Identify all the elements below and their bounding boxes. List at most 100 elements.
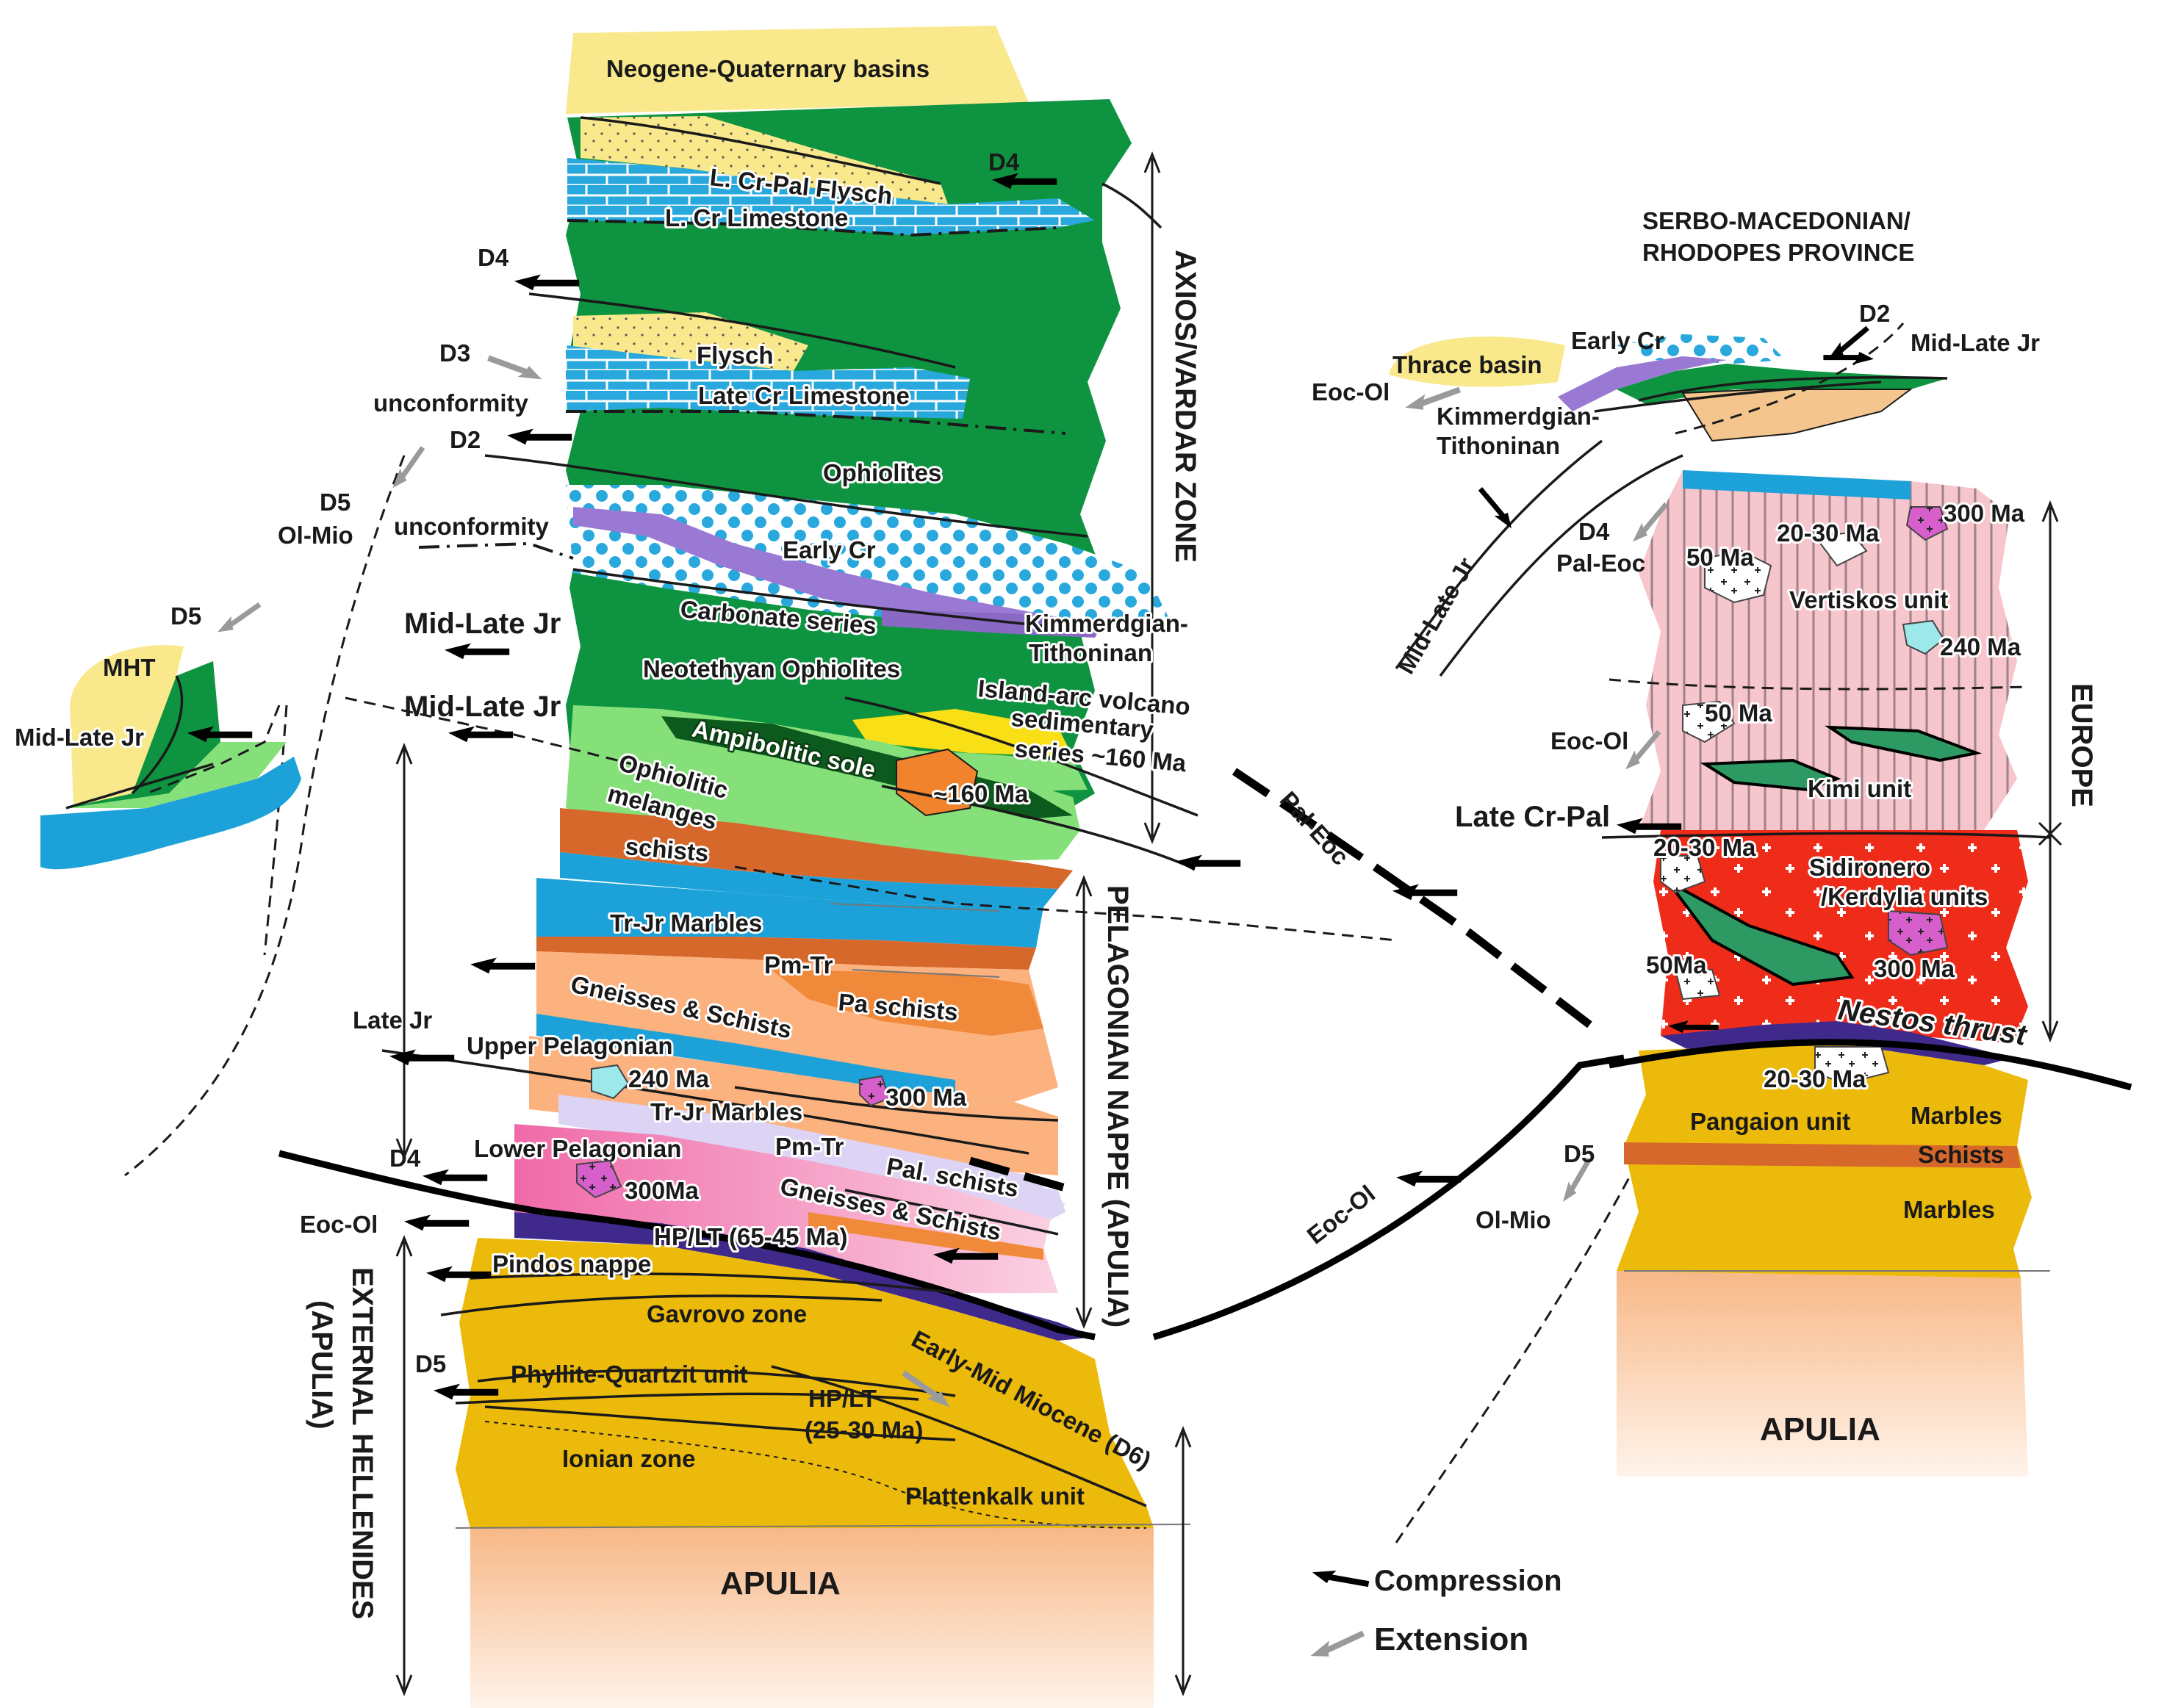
granite-300-right-top: [1905, 506, 1949, 541]
axios-zone-label: AXIOS/VARDAR ZONE: [1169, 250, 1201, 563]
external-hellenides-label-1: EXTERNAL HELLENIDES: [346, 1267, 378, 1619]
flysch-layer: [573, 312, 808, 371]
left-column-lines: [278, 116, 1397, 1529]
d4-low-label: D4: [389, 1145, 421, 1172]
province-title-2: RHODOPES PROVINCE: [1642, 239, 1914, 266]
right-column: [1389, 334, 2032, 1477]
kimmerdgian-label-1: Kimmerdgian-: [1025, 610, 1188, 637]
lower-pelagonian-label: Lower Pelagonian: [474, 1135, 681, 1162]
schists-orange-band: [560, 808, 1073, 889]
extension-arrow-icon: [485, 352, 545, 385]
age-300-label: 300 Ma: [885, 1084, 967, 1111]
inset-mht-label: MHT: [103, 654, 155, 681]
phyllite-label: Phyllite-Quartzit unit: [511, 1361, 748, 1388]
kimi-label: Kimi unit: [1808, 775, 1911, 802]
tr-jr-marbles-2-label: Tr-Jr Marbles: [650, 1098, 802, 1125]
kimmerdgian-right-1: Kimmerdgian-: [1437, 403, 1600, 430]
d4-mid-label: D4: [478, 244, 509, 271]
inset-d5-label: D5: [170, 602, 201, 630]
inset-labels: D5 MHT Mid-Late Jr: [12, 602, 201, 753]
granite-160ma: [896, 748, 979, 817]
pindos-label: Pindos nappe: [492, 1250, 651, 1278]
mid-late-jr-2-label: Mid-Late Jr: [404, 691, 561, 723]
gavrovo-label: Gavrovo zone: [647, 1300, 807, 1327]
neogene-label: Neogene-Quaternary basins: [606, 55, 930, 82]
mht-yellow: [70, 645, 184, 808]
sidironero-label-2: /Kerdylia units: [1821, 883, 1988, 910]
early-cr-label: Early Cr: [783, 536, 876, 563]
apulia-right-base: [1617, 1271, 2028, 1477]
kimi-lens-1: [1824, 725, 1983, 763]
age-300b-label: 300Ma: [625, 1177, 700, 1204]
mht-blue: [40, 757, 301, 870]
d2-label: D2: [450, 426, 481, 453]
d5-low-label: D5: [415, 1350, 446, 1377]
kimmerdgian-right-2: Tithoninan: [1437, 432, 1560, 459]
zone-labels: AXIOS/VARDAR ZONE PELAGONIAN NAPPE (APUL…: [306, 250, 2098, 1619]
early-cr-right-label: Early Cr: [1571, 327, 1664, 354]
ophiolite-green-body: [566, 99, 1132, 815]
granite-20-30-right-top: [1814, 531, 1868, 567]
granite-300-sidironero: [1888, 909, 1949, 956]
external-hellenides-label-2: (APULIA): [306, 1300, 338, 1430]
ionian-label: Ionian zone: [562, 1445, 696, 1472]
europe-zone-label: EUROPE: [2066, 683, 2098, 807]
compression-arrow-icon: [448, 726, 514, 743]
pelagonian-zone-label: PELAGONIAN NAPPE (APULIA): [1101, 885, 1134, 1327]
granite-50-sidironero: [1674, 969, 1721, 1001]
flysch-label: Flysch: [697, 342, 774, 369]
lcr-limestone-label: L. Cr Limestone: [665, 204, 848, 231]
sidironero-unit: [1653, 830, 2028, 1043]
schists-blue-band: [560, 852, 1058, 907]
compression-arrow-icon: [1176, 854, 1241, 871]
kimmerdgian-peach: [1681, 389, 1913, 442]
unconformity-2-label: unconformity: [394, 513, 549, 540]
extension-arrow-icon: [214, 599, 263, 638]
d3-label: D3: [439, 339, 470, 367]
pal-eoc-middle-label: Pal-Eoc: [1275, 786, 1354, 871]
inset-mid-late-jr-label: Mid-Late Jr: [15, 724, 144, 751]
ophiolites-label: Ophiolites: [823, 459, 941, 486]
age-50c-label: 50Ma: [1646, 951, 1707, 979]
granite-300-left-2: [576, 1159, 622, 1199]
late-cr-limestone-layer: [566, 345, 970, 419]
upper-pelagonian-blue: [536, 1014, 955, 1095]
granite-20-30-sidironero: [1660, 855, 1706, 894]
pm-tr-2-label: Pm-Tr: [775, 1133, 844, 1160]
upper-pelagonian-label: Upper Pelagonian: [467, 1032, 673, 1059]
early-cr-purple-right: [1558, 356, 1727, 411]
tr-jr-marbles-label: Tr-Jr Marbles: [610, 909, 762, 937]
hp-lt-purple-band: [514, 1212, 1095, 1341]
compression-arrow-icon: [445, 643, 510, 660]
age-20-30a-label: 20-30 Ma: [1777, 519, 1880, 547]
compression-arrow-icon: [514, 274, 580, 291]
late-cr-pal-label: Late Cr-Pal: [1455, 801, 1610, 833]
external-hellenides-gold: [456, 1238, 1154, 1528]
early-cr-dotted-right: [1617, 334, 1786, 364]
age-240-right-label: 240 Ma: [1940, 633, 2021, 660]
compression-arrow-icon: [470, 957, 536, 974]
age-20-30c-label: 20-30 Ma: [1764, 1065, 1866, 1092]
granite-240-left: [591, 1064, 630, 1100]
pal-eoc-right-label: Pal-Eoc: [1556, 549, 1645, 577]
pm-tr-orange-band: [536, 937, 1036, 970]
mid-late-jr-side-label: Mid-Late Jr: [1392, 552, 1480, 678]
vertiskos-label: Vertiskos unit: [1789, 586, 1948, 613]
d4-top-label: D4: [988, 148, 1020, 176]
zone-axes: [395, 151, 2063, 1697]
ol-mio-right-label: Ol-Mio: [1476, 1206, 1551, 1233]
ol-mio-label: Ol-Mio: [278, 522, 353, 549]
compression-arrow-icon: [507, 428, 572, 445]
granite-50-right: [1704, 549, 1772, 604]
age-50b-label: 50 Ma: [1705, 699, 1772, 727]
pink-orange-band: [808, 1212, 1043, 1260]
age-50a-label: 50 Ma: [1686, 544, 1754, 571]
vertiskos-top-blue: [1683, 470, 1911, 500]
tr-jr-marbles-layer: [536, 878, 1043, 948]
sidironero-green-lens: [1667, 880, 1855, 987]
apulia-left-label: APULIA: [720, 1565, 841, 1601]
granite-240-right: [1902, 619, 1945, 655]
neogene-basins-layer: [566, 26, 1029, 114]
province-title-1: SERBO-MACEDONIAN/: [1642, 207, 1911, 234]
